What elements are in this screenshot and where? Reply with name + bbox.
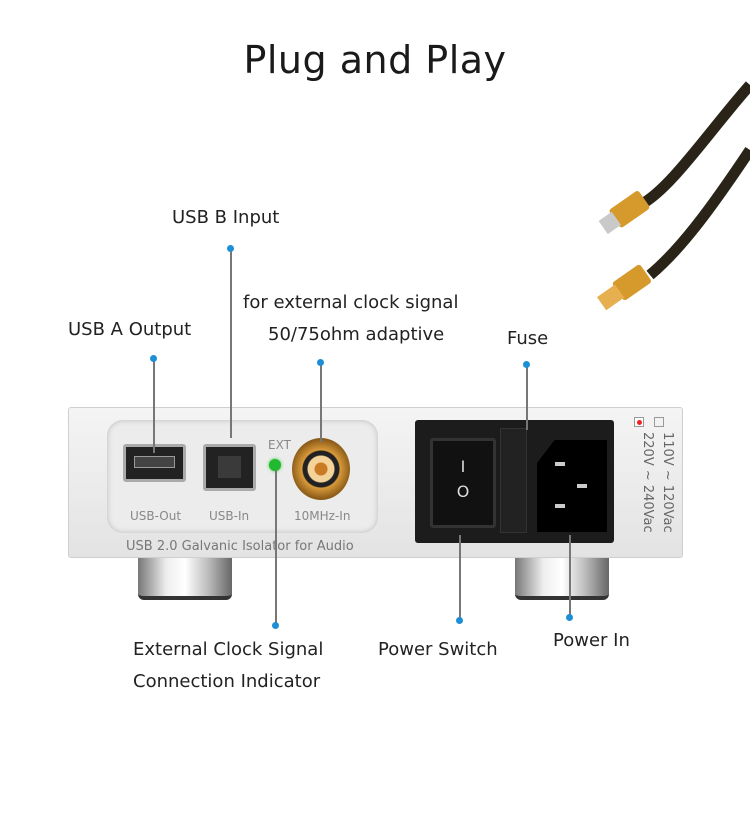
voltage-selector-110 bbox=[654, 417, 664, 427]
fuse-holder[interactable] bbox=[500, 428, 527, 533]
usb-a-port[interactable] bbox=[123, 444, 186, 482]
usb-a-output-label: USB A Output bbox=[68, 319, 192, 340]
indicator-label-line2: Connection Indicator bbox=[133, 671, 321, 692]
callout-line bbox=[230, 248, 232, 438]
callout-line bbox=[320, 362, 322, 442]
switch-on-mark: I bbox=[460, 457, 466, 476]
callout-dot bbox=[456, 617, 463, 624]
right-foot bbox=[515, 558, 609, 600]
device-name: USB 2.0 Galvanic Isolator for Audio bbox=[126, 539, 354, 554]
callout-line bbox=[275, 470, 277, 625]
voltage-selector-220 bbox=[634, 417, 644, 427]
callout-dot bbox=[566, 614, 573, 621]
callout-line bbox=[153, 358, 155, 453]
fuse-label: Fuse bbox=[507, 328, 549, 349]
ext-label: EXT bbox=[268, 438, 291, 452]
bnc-connector[interactable] bbox=[292, 438, 350, 500]
callout-line bbox=[526, 364, 528, 430]
power-switch[interactable]: I O bbox=[430, 438, 496, 528]
indicator-label-line1: External Clock Signal bbox=[133, 639, 324, 660]
callout-line bbox=[569, 535, 571, 617]
clock-signal-label: for external clock signal bbox=[243, 292, 459, 313]
callout-dot bbox=[523, 361, 530, 368]
callout-dot bbox=[272, 622, 279, 629]
voltage-label-220: 220V ~ 240Vac bbox=[640, 432, 655, 533]
usb-b-port[interactable] bbox=[203, 444, 256, 491]
callout-dot bbox=[317, 359, 324, 366]
callout-dot bbox=[227, 245, 234, 252]
left-foot bbox=[138, 558, 232, 600]
callout-line bbox=[459, 535, 461, 620]
power-switch-label: Power Switch bbox=[378, 639, 498, 660]
page-title: Plug and Play bbox=[243, 38, 507, 82]
usb-b-input-label: USB B Input bbox=[172, 207, 280, 228]
usb-in-label: USB-In bbox=[209, 509, 250, 523]
ext-clock-led bbox=[269, 459, 281, 471]
clock-impedance-label: 50/75ohm adaptive bbox=[268, 324, 445, 345]
switch-off-mark: O bbox=[456, 482, 470, 501]
callout-dot bbox=[150, 355, 157, 362]
usb-cable-image bbox=[596, 81, 750, 311]
usb-out-label: USB-Out bbox=[130, 509, 182, 523]
iec-power-socket[interactable] bbox=[537, 440, 607, 532]
bnc-label: 10MHz-In bbox=[294, 509, 351, 523]
voltage-label-110: 110V ~ 120Vac bbox=[660, 432, 675, 533]
power-in-label: Power In bbox=[553, 630, 630, 651]
